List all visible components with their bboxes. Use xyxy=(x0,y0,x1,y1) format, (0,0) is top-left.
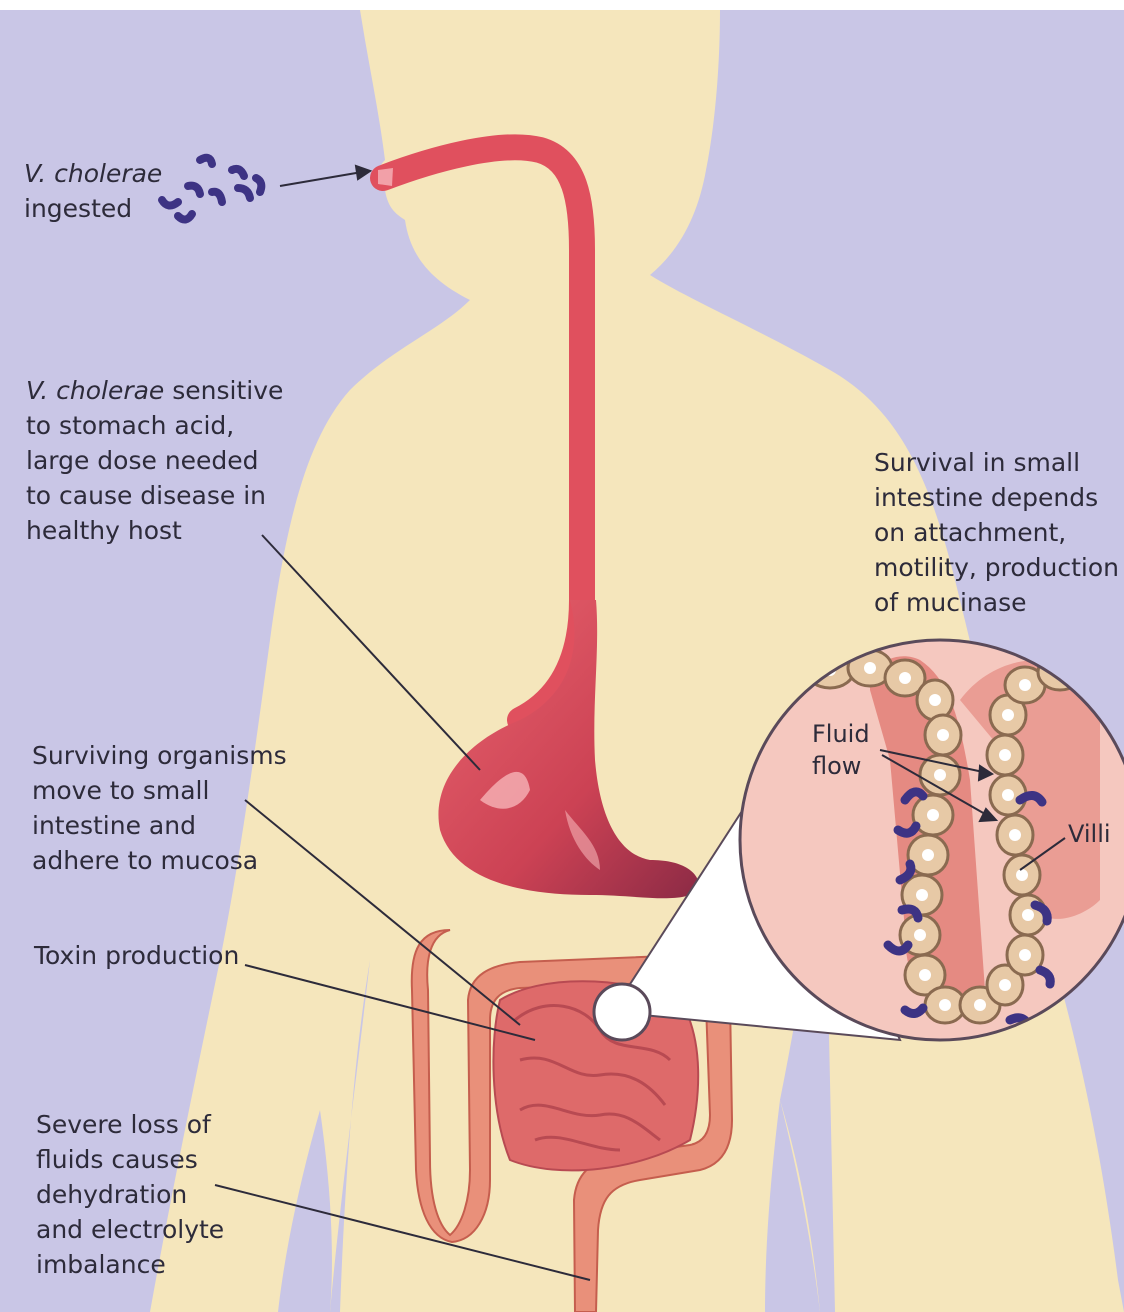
toxin-line1: Toxin production xyxy=(34,938,239,973)
fluids-line1: Severe loss of xyxy=(36,1107,224,1142)
fluids-line4: and electrolyte xyxy=(36,1212,224,1247)
label-villi: Villi xyxy=(1068,818,1111,850)
label-ingested: V. cholerae ingested xyxy=(24,156,162,226)
survival-line2: intestine depends xyxy=(874,480,1119,515)
label-toxin: Toxin production xyxy=(34,938,239,973)
callout-source-circle xyxy=(594,984,650,1040)
acid-line2: to stomach acid, xyxy=(26,408,283,443)
top-edge xyxy=(0,0,1124,10)
label-fluid-flow: Fluid flow xyxy=(812,718,870,782)
label-surviving-organisms: Surviving organisms move to small intest… xyxy=(32,738,287,878)
acid-line1-rest: sensitive xyxy=(164,376,283,405)
species-name: V. cholerae xyxy=(26,376,164,405)
survival-line4: motility, production xyxy=(874,550,1119,585)
fluids-line5: imbalance xyxy=(36,1247,224,1282)
acid-line4: to cause disease in xyxy=(26,478,283,513)
surviving-line1: Surviving organisms xyxy=(32,738,287,773)
fluids-line3: dehydration xyxy=(36,1177,224,1212)
fluid-flow-line1: Fluid xyxy=(812,718,870,750)
fluids-line2: fluids causes xyxy=(36,1142,224,1177)
ingested-text: ingested xyxy=(24,191,162,226)
acid-line5: healthy host xyxy=(26,513,283,548)
fluid-flow-line2: flow xyxy=(812,750,870,782)
label-survival: Survival in small intestine depends on a… xyxy=(874,445,1119,620)
survival-line1: Survival in small xyxy=(874,445,1119,480)
surviving-line4: adhere to mucosa xyxy=(32,843,287,878)
survival-line3: on attachment, xyxy=(874,515,1119,550)
acid-line3: large dose needed xyxy=(26,443,283,478)
species-name: V. cholerae xyxy=(24,159,162,188)
surviving-line3: intestine and xyxy=(32,808,287,843)
villi-text: Villi xyxy=(1068,820,1111,848)
label-fluid-loss: Severe loss of fluids causes dehydration… xyxy=(36,1107,224,1282)
survival-line5: of mucinase xyxy=(874,585,1119,620)
label-stomach-acid: V. cholerae sensitive to stomach acid, l… xyxy=(26,373,283,548)
surviving-line2: move to small xyxy=(32,773,287,808)
mouth-tip xyxy=(378,168,393,186)
